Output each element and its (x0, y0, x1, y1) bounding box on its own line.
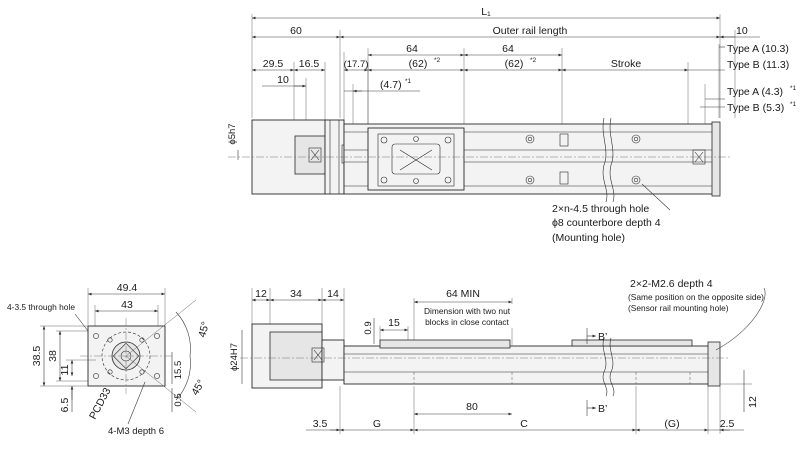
type-a-10-3: Type A (10.3) (727, 43, 789, 55)
pcd33-label: PCD33 (87, 386, 114, 422)
dim-3-5: 3.5 (313, 418, 328, 430)
dim-38: 38 (47, 350, 59, 362)
mount-line3: (Mounting hole) (552, 232, 625, 244)
dim-64-b: 64 (502, 43, 514, 55)
dim-15-5: 15.5 (173, 361, 184, 380)
type-a-4-3: Type A (4.3) (727, 86, 783, 98)
dim-60: 60 (290, 25, 302, 37)
dim-15: 15 (388, 317, 400, 329)
dim-g: G (373, 418, 381, 430)
dim-11: 11 (59, 364, 71, 375)
sup-2-a: *2 (434, 57, 441, 64)
dim-14: 14 (327, 288, 339, 300)
sup-2-b: *2 (530, 57, 537, 64)
dim-62-b: (62) (505, 58, 524, 70)
dim-16-5: 16.5 (299, 58, 320, 70)
dim-g-paren: (G) (664, 418, 679, 430)
type-b-5-3: Type B (5.3) (727, 102, 784, 114)
dim-c: C (520, 418, 528, 430)
dim-0-5: 0.5 (173, 393, 184, 406)
dim-17-7: (17.7) (344, 59, 369, 70)
end-view: 49.4 43 4-3.5 through hole 45° 45° 38.5 (7, 282, 212, 437)
side-view: 12 34 14 64 MIN Dimension with two nut b… (229, 278, 766, 434)
dim-12: 12 (255, 288, 267, 300)
dim-49-4: 49.4 (117, 282, 138, 294)
dim-2-5: 2.5 (720, 418, 735, 430)
dim-10: 10 (277, 74, 289, 86)
m26-note1: (Same position on the opposite side) (628, 292, 764, 302)
sup-1-b: *1 (790, 85, 797, 92)
m26-note2: (Sensor rail mounting hole) (628, 303, 729, 313)
dim-38-5: 38.5 (31, 346, 43, 367)
through-hole-label: 4-3.5 through hole (7, 302, 75, 312)
dim-4-7: (4.7) (380, 79, 402, 91)
dim-12-right: 12 (747, 396, 759, 408)
dim-80: 80 (466, 401, 478, 413)
mount-line2: ϕ8 counterbore depth 4 (552, 217, 661, 229)
dim-45-bot: 45° (189, 378, 207, 398)
note-line2: blocks in close contact (425, 317, 509, 327)
b-prime-bot: B’ (598, 403, 607, 415)
dim-6-5: 6.5 (59, 398, 71, 413)
dim-45-top: 45° (196, 320, 212, 338)
note-line1: Dimension with two nut (424, 306, 511, 316)
dim-64-min: 64 MIN (446, 288, 480, 300)
dim-34: 34 (290, 288, 302, 300)
dim-phi24h7: ϕ24H7 (229, 343, 240, 371)
dim-l1: L₁ (481, 6, 491, 18)
m3-label: 4-M3 depth 6 (108, 426, 164, 437)
dim-29-5: 29.5 (263, 58, 284, 70)
b-prime-top: B’ (598, 331, 607, 343)
dim-64-a: 64 (406, 43, 418, 55)
type-b-11-3: Type B (11.3) (727, 59, 789, 71)
dim-outer-rail-length: Outer rail length (493, 25, 568, 37)
slider-top (367, 127, 465, 191)
sup-1-c: *1 (790, 101, 797, 108)
dim-10-right: 10 (736, 25, 748, 37)
mount-line1: 2×n-4.5 through hole (552, 203, 649, 215)
top-view: L₁ 60 Outer rail length 10 64 64 29.5 16… (227, 6, 797, 244)
dim-phi5h7: ϕ5h7 (227, 123, 238, 144)
dim-0-9: 0.9 (363, 321, 374, 334)
rail-body-side (343, 345, 720, 385)
dim-43: 43 (121, 299, 133, 311)
sup-1-a: *1 (405, 78, 412, 85)
m26-label: 2×2-M2.6 depth 4 (630, 278, 713, 290)
dim-62-a: (62) (409, 58, 428, 70)
dim-stroke: Stroke (611, 58, 642, 70)
